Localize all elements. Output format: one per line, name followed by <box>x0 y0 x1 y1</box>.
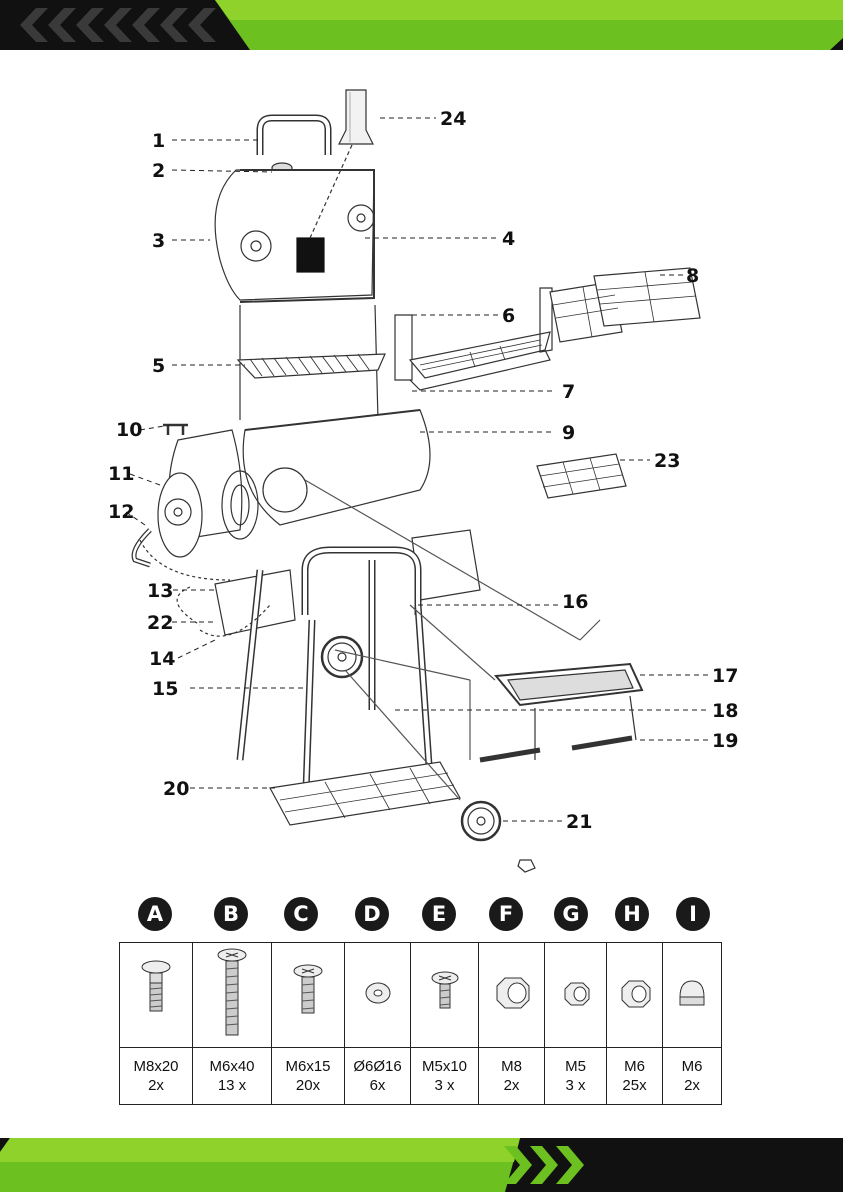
hardware-cell-c <box>272 943 345 1048</box>
hardware-cell-f <box>479 943 545 1048</box>
callout-21: 21 <box>566 811 592 833</box>
hardware-cell-b <box>193 943 272 1048</box>
callout-18: 18 <box>712 700 738 722</box>
grill-exploded-diagram: 1 2 3 4 5 6 7 8 9 10 11 12 13 14 15 16 1… <box>0 60 843 890</box>
hardware-cell-g <box>545 943 607 1048</box>
callout-4: 4 <box>502 228 515 250</box>
hardware-letter-h: H <box>615 897 649 931</box>
callout-2: 2 <box>152 160 165 182</box>
callout-20: 20 <box>163 778 189 800</box>
callout-24: 24 <box>440 108 466 130</box>
hardware-letter-c: C <box>284 897 318 931</box>
cap-nut-icon <box>670 971 714 1015</box>
long-bolt-icon <box>212 945 252 1041</box>
callout-22: 22 <box>147 612 173 634</box>
hardware-letter-e: E <box>422 897 456 931</box>
callout-16: 16 <box>562 591 588 613</box>
callout-14: 14 <box>149 648 175 670</box>
hardware-cell-h <box>607 943 663 1048</box>
hardware-cell-a <box>120 943 193 1048</box>
callout-1: 1 <box>152 130 165 152</box>
callout-23: 23 <box>654 450 680 472</box>
callout-19: 19 <box>712 730 738 752</box>
callout-17: 17 <box>712 665 738 687</box>
bolt-icon <box>288 953 328 1033</box>
carriage-bolt-short-icon <box>136 953 176 1033</box>
hardware-cell-i <box>663 943 722 1048</box>
bottom-banner <box>0 1138 843 1192</box>
hardware-letter-f: F <box>489 897 523 931</box>
callout-13: 13 <box>147 580 173 602</box>
callout-8: 8 <box>686 265 699 287</box>
hex-nut-icon <box>613 971 657 1015</box>
callout-10: 10 <box>116 419 142 441</box>
hex-nut-large-icon <box>487 968 537 1018</box>
hardware-letter-a: A <box>138 897 172 931</box>
callout-3: 3 <box>152 230 165 252</box>
hardware-cell-d <box>345 943 411 1048</box>
callout-7: 7 <box>562 381 575 403</box>
callout-9: 9 <box>562 422 575 444</box>
callout-11: 11 <box>108 463 134 485</box>
callout-6: 6 <box>502 305 515 327</box>
hardware-letter-d: D <box>355 897 389 931</box>
washer-icon <box>358 973 398 1013</box>
callout-5: 5 <box>152 355 165 377</box>
hardware-letter-i: I <box>676 897 710 931</box>
hardware-cell-e <box>411 943 479 1048</box>
hex-nut-small-icon <box>556 973 596 1013</box>
callout-15: 15 <box>152 678 178 700</box>
hardware-letter-b: B <box>214 897 248 931</box>
small-bolt-icon <box>425 958 465 1028</box>
hardware-letter-g: G <box>554 897 588 931</box>
top-banner <box>0 0 843 50</box>
callout-12: 12 <box>108 501 134 523</box>
